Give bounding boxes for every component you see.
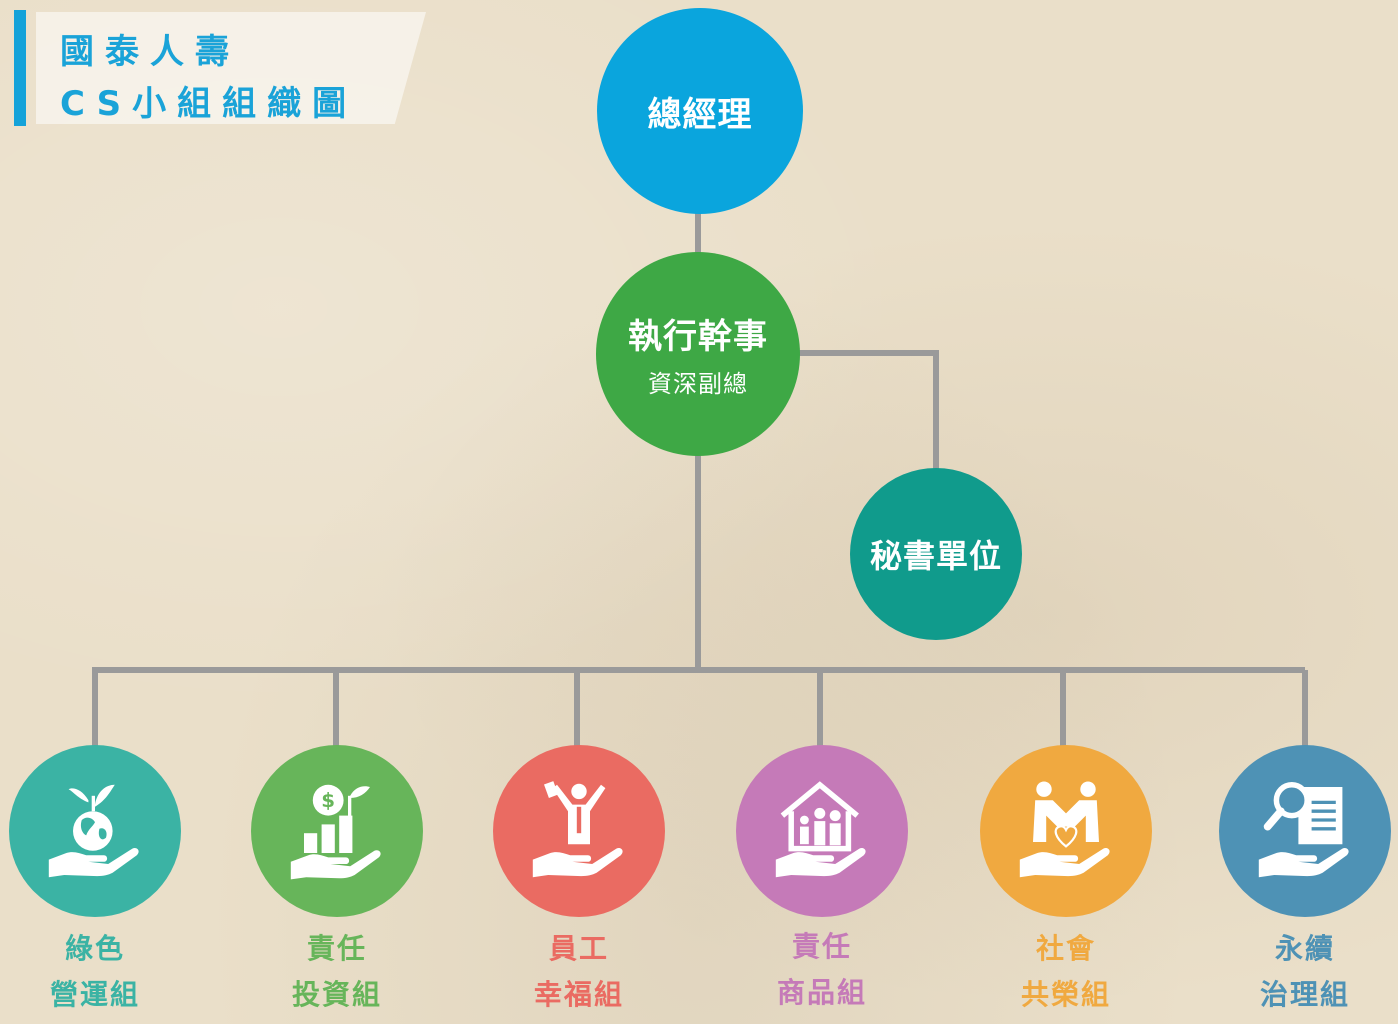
svg-text:$: $ [321,789,335,812]
executive-sublabel: 資深副總 [648,370,748,398]
title-line-2: CS小組組織圖 [60,84,358,124]
group-label-line2: 商品組 [776,976,867,1009]
magnify-document-hand-icon [1258,782,1349,878]
earth-hand-icon [48,784,139,878]
happy-employee-hand-icon [532,781,623,878]
group-label-responsible-investment: 責任 投資組 [257,926,417,1018]
group-label-green-operations: 綠色 營運組 [15,926,175,1018]
group-label-line1: 綠色 [64,932,125,965]
group-label-line1: 永續 [1274,932,1335,965]
group-label-social-prosperity: 社會 共榮組 [986,926,1146,1018]
family-home-hand-icon [775,781,866,878]
title-block: 國泰人壽 CS小組組織圖 [14,10,444,126]
connector-exec-secretariat [790,350,939,470]
secretariat-label: 秘書單位 [869,537,1002,575]
group-label-line2: 共榮組 [1020,978,1111,1011]
group-label-employee-wellbeing: 員工 幸福組 [499,926,659,1018]
group-node-green-operations [9,745,181,917]
general-manager-node: 總經理 [597,8,803,214]
secretariat-node: 秘書單位 [850,468,1022,640]
group-node-social-prosperity [980,745,1152,917]
group-node-employee-wellbeing [493,745,665,917]
group-label-line1: 責任 [306,932,367,965]
group-label-line2: 治理組 [1259,978,1350,1011]
group-label-line2: 幸福組 [533,978,624,1011]
group-node-sustainable-governance [1219,745,1391,917]
heart-people-hand-icon [1019,781,1110,878]
group-label-line1: 責任 [791,930,852,963]
group-label-sustainable-governance: 永續 治理組 [1225,926,1385,1018]
general-manager-label: 總經理 [647,94,753,135]
group-label-line1: 社會 [1035,932,1096,965]
title-line-1: 國泰人壽 [60,32,240,72]
group-label-responsible-products: 責任 商品組 [742,924,902,1016]
group-label-line2: 投資組 [291,978,382,1011]
title-background [36,12,426,124]
executive-label: 執行幹事 [628,317,768,357]
group-label-line1: 員工 [548,932,609,965]
group-label-line2: 營運組 [49,978,140,1011]
group-node-responsible-products [736,745,908,917]
executive-node: 執行幹事 資深副總 [596,252,800,456]
group-node-responsible-investment: $ [251,745,423,917]
title-accent-bar [14,10,26,126]
money-growth-hand-icon: $ [290,784,381,880]
